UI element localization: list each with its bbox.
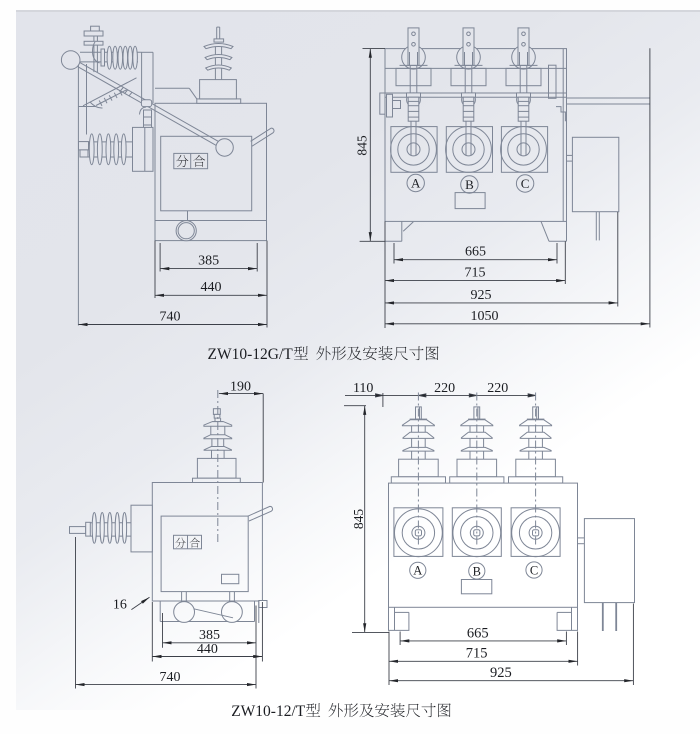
svg-text:190: 190 — [230, 379, 251, 394]
svg-text:665: 665 — [467, 625, 489, 641]
svg-text:440: 440 — [201, 280, 222, 295]
svg-text:110: 110 — [353, 381, 373, 396]
svg-text:B: B — [465, 177, 474, 192]
svg-text:440: 440 — [197, 642, 218, 657]
svg-text:220: 220 — [487, 381, 508, 396]
svg-text:715: 715 — [466, 646, 488, 662]
svg-text:A: A — [413, 564, 422, 578]
svg-text:925: 925 — [490, 665, 512, 681]
svg-text:845: 845 — [355, 135, 370, 156]
svg-text:385: 385 — [198, 253, 219, 268]
svg-text:845: 845 — [351, 509, 366, 530]
svg-text:925: 925 — [471, 288, 492, 303]
svg-text:A: A — [411, 176, 421, 191]
svg-text:ZW10-12/T: ZW10-12/T — [231, 703, 306, 720]
svg-text:740: 740 — [160, 309, 181, 324]
svg-text:665: 665 — [465, 245, 486, 260]
svg-text:715: 715 — [465, 266, 486, 281]
svg-text:1050: 1050 — [471, 309, 499, 324]
svg-text:740: 740 — [160, 670, 181, 685]
svg-text:B: B — [473, 564, 481, 578]
svg-text:385: 385 — [199, 628, 220, 643]
svg-text:16: 16 — [113, 598, 127, 613]
svg-text:220: 220 — [434, 381, 455, 396]
svg-text:C: C — [530, 563, 538, 577]
svg-text:C: C — [521, 176, 530, 191]
svg-text:ZW10-12G/T: ZW10-12G/T — [208, 346, 294, 363]
